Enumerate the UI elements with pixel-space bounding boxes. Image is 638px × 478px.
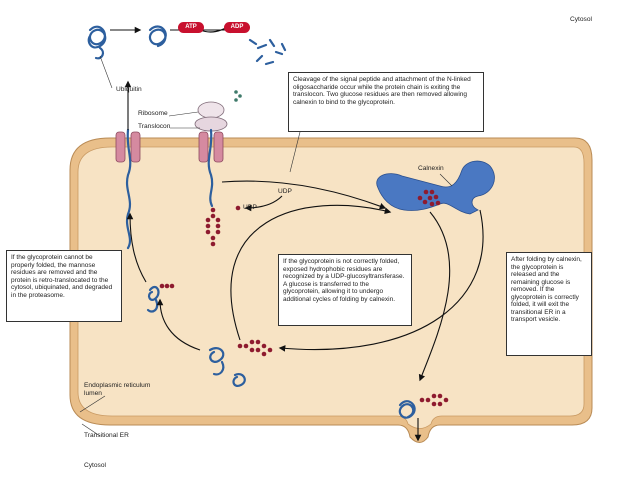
- atp-label: ATP: [185, 24, 197, 30]
- glycan-left-membrane: [205, 207, 221, 247]
- udp-mid-label: UDP: [243, 204, 257, 211]
- atp-pill: ATP: [178, 22, 204, 33]
- arrow-cycle-outer: [230, 204, 392, 341]
- glycan-released: [419, 393, 449, 407]
- adp-pill: ADP: [224, 22, 250, 33]
- degraded-fragments: [248, 38, 287, 66]
- glycan-top-fragments: [234, 90, 242, 102]
- arrow-cycle-return: [278, 209, 484, 352]
- not-correct-box: If the glycoprotein is not correctly fol…: [278, 254, 412, 326]
- retro-chain: [125, 128, 132, 250]
- arrow-release: [418, 211, 451, 382]
- cytosol-top-label: Cytosol: [570, 16, 592, 23]
- ubiquitinated-protein: [87, 25, 107, 60]
- glycan-calnexin: [417, 189, 441, 207]
- free-glycoprotein-top: [148, 25, 167, 48]
- glycan-udp: [235, 205, 241, 211]
- not-folded-box: If the glycoprotein cannot be properly f…: [6, 250, 122, 322]
- ribosome: [194, 101, 228, 132]
- calnexin: [376, 160, 495, 215]
- translocon-left: [115, 131, 141, 163]
- ribosome-label: Ribosome: [138, 110, 168, 117]
- adp-label: ADP: [230, 24, 244, 30]
- calnexin-label: Calnexin: [418, 165, 444, 172]
- after-folding-box: After folding by calnexin, the glycoprot…: [506, 252, 592, 356]
- arrow-to-calnexin: [221, 180, 387, 210]
- glycan-groups: [159, 90, 449, 407]
- udp-top-label: UDP: [278, 188, 292, 195]
- arrow-udp: [244, 195, 283, 212]
- released-glycoprotein: [398, 400, 416, 419]
- glycan-bottom-left: [237, 339, 273, 357]
- chain-mid: [232, 373, 246, 387]
- arrow-to-left-chain: [156, 298, 201, 351]
- transitional-er-label: Transitional ER: [84, 432, 129, 439]
- ubiquitin-label: Ubiquitin: [116, 86, 142, 93]
- glycan-chain-left: [159, 283, 175, 289]
- cleavage-box: Cleavage of the signal peptide and attac…: [288, 72, 484, 132]
- nascent-chain: [207, 128, 214, 208]
- translocon-right: [198, 131, 224, 163]
- arrow-left-up: [126, 212, 147, 283]
- translocon-label: Translocon: [138, 123, 171, 130]
- er-lumen-label: Endoplasmic reticulum lumen: [84, 382, 151, 397]
- chain-bottom-left: [208, 347, 225, 376]
- unfolded-chain-left: [146, 285, 160, 313]
- cytosol-bottom-label: Cytosol: [84, 462, 106, 469]
